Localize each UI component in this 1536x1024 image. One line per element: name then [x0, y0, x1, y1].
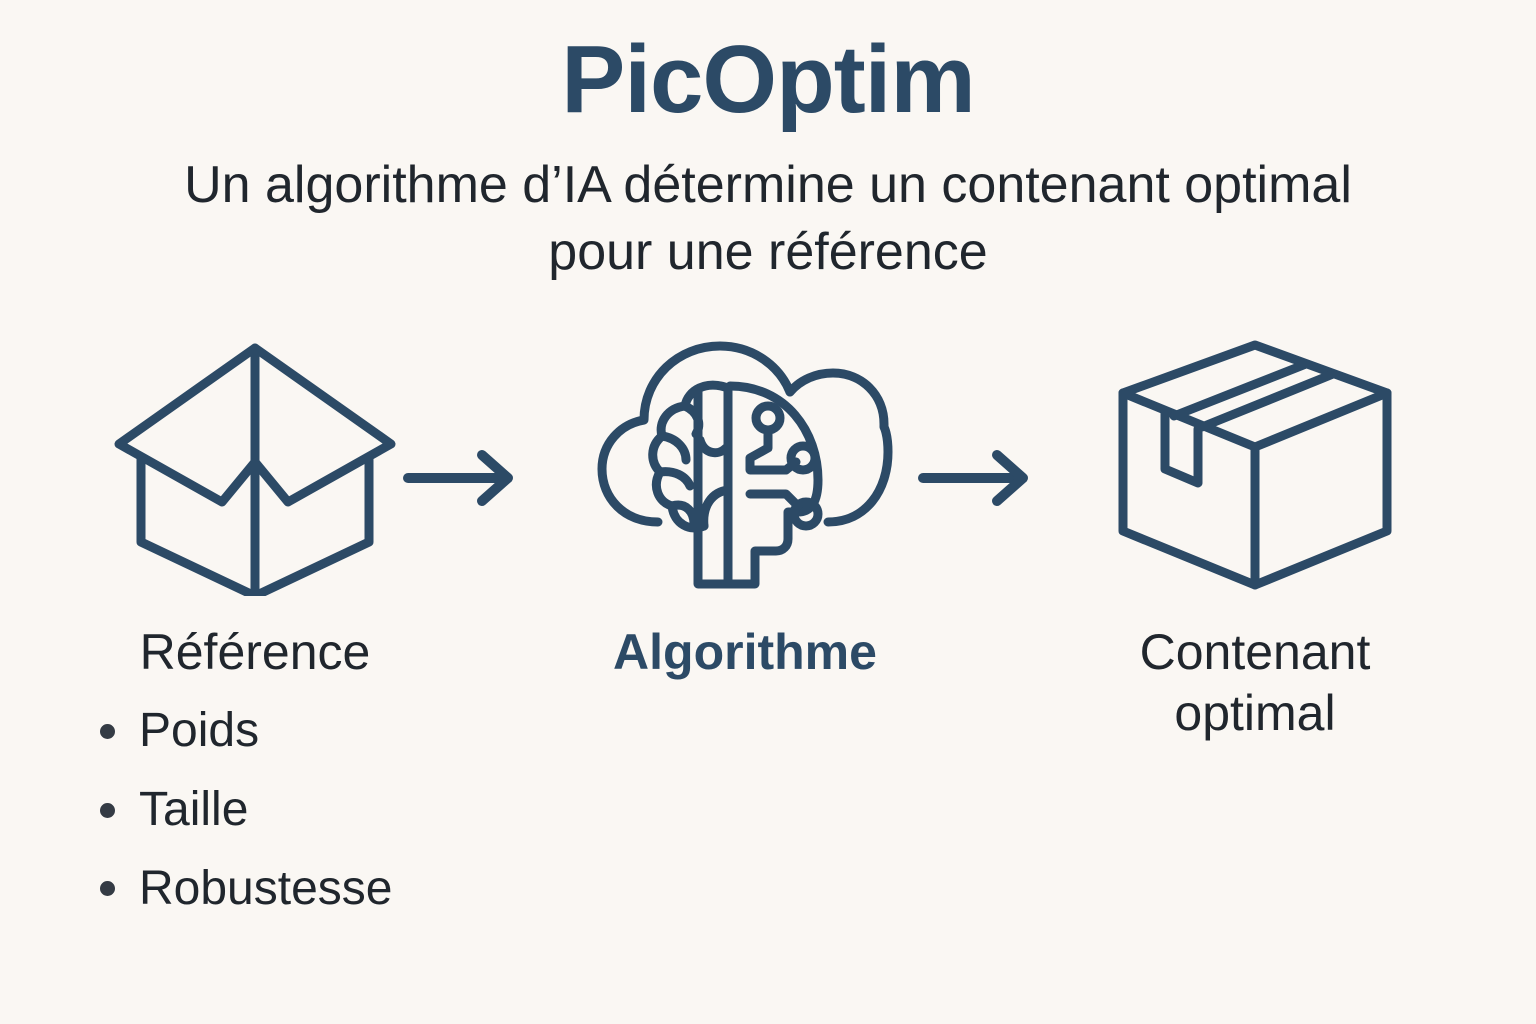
flow-step-algorithme: Algorithme	[545, 330, 945, 683]
bullet-dot-icon	[100, 881, 115, 897]
flow-step-reference: Référence	[55, 330, 455, 683]
arrow-right-icon	[403, 450, 513, 506]
reference-attributes-list: Poids Taille Robustesse	[100, 704, 560, 941]
page-subtitle: Un algorithme d’IA détermine un contenan…	[184, 156, 1352, 281]
bullet-dot-icon	[100, 802, 115, 818]
list-item: Poids	[100, 704, 560, 758]
flow-step-contenant-optimal: Contenant optimal	[1045, 330, 1465, 744]
connector-arrow-2	[915, 443, 1035, 518]
list-item-label: Robustesse	[139, 861, 393, 915]
flow-step-label-algorithme: Algorithme	[613, 624, 877, 680]
arrow-right-icon	[918, 450, 1028, 506]
connector-arrow-1	[400, 443, 520, 518]
bullet-dot-icon	[100, 723, 115, 739]
list-item-label: Taille	[139, 782, 249, 836]
flow-step-label-reference: Référence	[139, 624, 371, 680]
closed-box-icon	[1118, 340, 1392, 590]
open-box-icon	[114, 343, 396, 596]
flow-step-label-contenant-optimal: Contenant optimal	[1045, 622, 1465, 744]
flow-step-label-line-2: optimal	[1174, 685, 1336, 741]
flow-step-label-line-1: Contenant	[1139, 624, 1371, 680]
list-item: Robustesse	[100, 861, 560, 916]
closed-box-icon-wrap	[1045, 330, 1465, 600]
list-item: Taille	[100, 782, 560, 837]
ai-brain-cloud-icon-wrap	[545, 330, 945, 600]
list-item-label: Poids	[139, 704, 260, 757]
ai-brain-cloud-icon	[597, 341, 893, 589]
open-box-icon-wrap	[55, 330, 455, 600]
page-title: PicOptim	[561, 26, 975, 133]
